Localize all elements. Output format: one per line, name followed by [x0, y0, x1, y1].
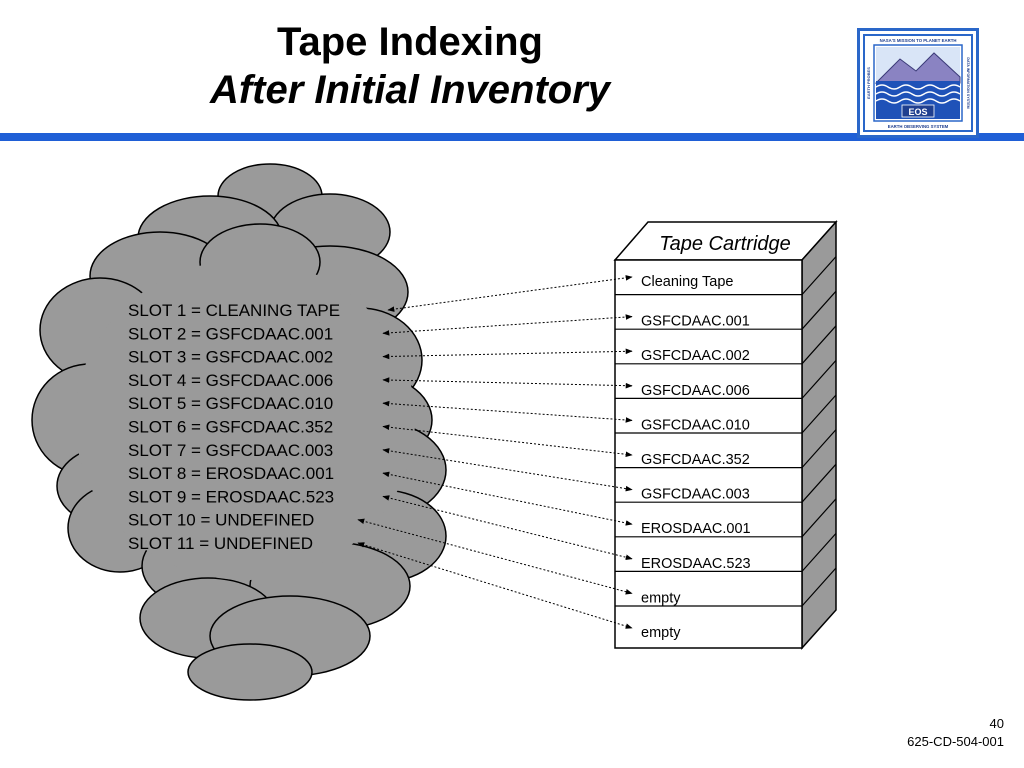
cloud-slot-4: SLOT 4 = GSFCDAAC.006 — [128, 371, 333, 390]
cloud-slot-1: SLOT 1 = CLEANING TAPE — [128, 301, 340, 320]
cartridge-side-divider — [801, 532, 837, 572]
slot-connector-5 — [382, 400, 633, 423]
document-id: 625-CD-504-001 — [907, 734, 1004, 749]
page-number: 40 — [989, 716, 1004, 731]
cloud-slot-8: SLOT 8 = EROSDAAC.001 — [128, 464, 334, 483]
eos-logo-icon: NASA'S MISSION TO PLANET EARTH EARTH PRO… — [857, 28, 979, 138]
cartridge-side-divider — [801, 394, 837, 434]
slot-connector-4 — [382, 377, 633, 389]
cartridge-front — [614, 259, 803, 649]
cartridge-slot-4: GSFCDAAC.006 — [641, 383, 750, 399]
cartridge-side-divider — [801, 290, 837, 330]
cloud-slot-list: SLOT 1 = CLEANING TAPE SLOT 2 = GSFCDAAC.… — [128, 301, 340, 553]
cloud-slot-10: SLOT 10 = UNDEFINED — [128, 511, 314, 530]
cartridge-slot-1: Cleaning Tape — [641, 274, 733, 290]
cartridge-side-divider — [801, 256, 837, 296]
page-subtitle: After Initial Inventory — [209, 68, 611, 112]
cartridge-slot-6: GSFCDAAC.352 — [641, 452, 750, 468]
cartridge-slot-7: GSFCDAAC.003 — [641, 487, 750, 503]
cartridge-slot-10: empty — [641, 590, 681, 606]
page-title: Tape Indexing — [277, 20, 543, 64]
cartridge-slot-2: GSFCDAAC.001 — [641, 314, 750, 330]
cartridge-slot-list: Cleaning TapeGSFCDAAC.001GSFCDAAC.002GSF… — [615, 256, 837, 641]
cloud-slot-6: SLOT 6 = GSFCDAAC.352 — [128, 418, 333, 437]
cloud-slot-9: SLOT 9 = EROSDAAC.523 — [128, 487, 334, 506]
cloud-slot-2: SLOT 2 = GSFCDAAC.001 — [128, 324, 333, 343]
slot-connector-2 — [382, 314, 633, 336]
cartridge-side-divider — [801, 567, 837, 607]
cloud-slot-3: SLOT 3 = GSFCDAAC.002 — [128, 348, 333, 367]
cartridge-title: Tape Cartridge — [659, 233, 791, 255]
cartridge-slot-11: empty — [641, 625, 681, 641]
tape-cartridge: Tape Cartridge Cleaning TapeGSFCDAAC.001… — [613, 220, 838, 650]
logo-bottom-text: EARTH OBSERVING SYSTEM — [888, 124, 949, 129]
inventory-cloud — [31, 163, 447, 701]
cartridge-side-divider — [801, 359, 837, 399]
cloud-slot-11: SLOT 11 = UNDEFINED — [128, 534, 313, 553]
cartridge-side-divider — [801, 463, 837, 503]
logo-center-text: EOS — [908, 107, 927, 117]
cartridge-side-divider — [801, 325, 837, 365]
logo-top-text: NASA'S MISSION TO PLANET EARTH — [880, 38, 957, 43]
cloud-slot-7: SLOT 7 = GSFCDAAC.003 — [128, 441, 333, 460]
logo-right-text: DATA INFORMATION SYSTEM — [966, 57, 970, 108]
slot-connector-1 — [387, 275, 633, 312]
header-rule — [0, 133, 1024, 141]
cartridge-slot-9: EROSDAAC.523 — [641, 556, 751, 572]
eos-logo-graphic: NASA'S MISSION TO PLANET EARTH EARTH PRO… — [863, 34, 973, 132]
cartridge-side-divider — [801, 429, 837, 469]
cartridge-side-divider — [801, 498, 837, 538]
slot-connector-3 — [382, 348, 633, 360]
cartridge-slot-8: EROSDAAC.001 — [641, 521, 751, 537]
slot-connectors — [357, 275, 633, 629]
logo-left-text: EARTH PROBES — [866, 67, 871, 99]
cartridge-slot-5: GSFCDAAC.010 — [641, 417, 750, 433]
cloud-slot-5: SLOT 5 = GSFCDAAC.010 — [128, 394, 333, 413]
cartridge-slot-3: GSFCDAAC.002 — [641, 348, 750, 364]
